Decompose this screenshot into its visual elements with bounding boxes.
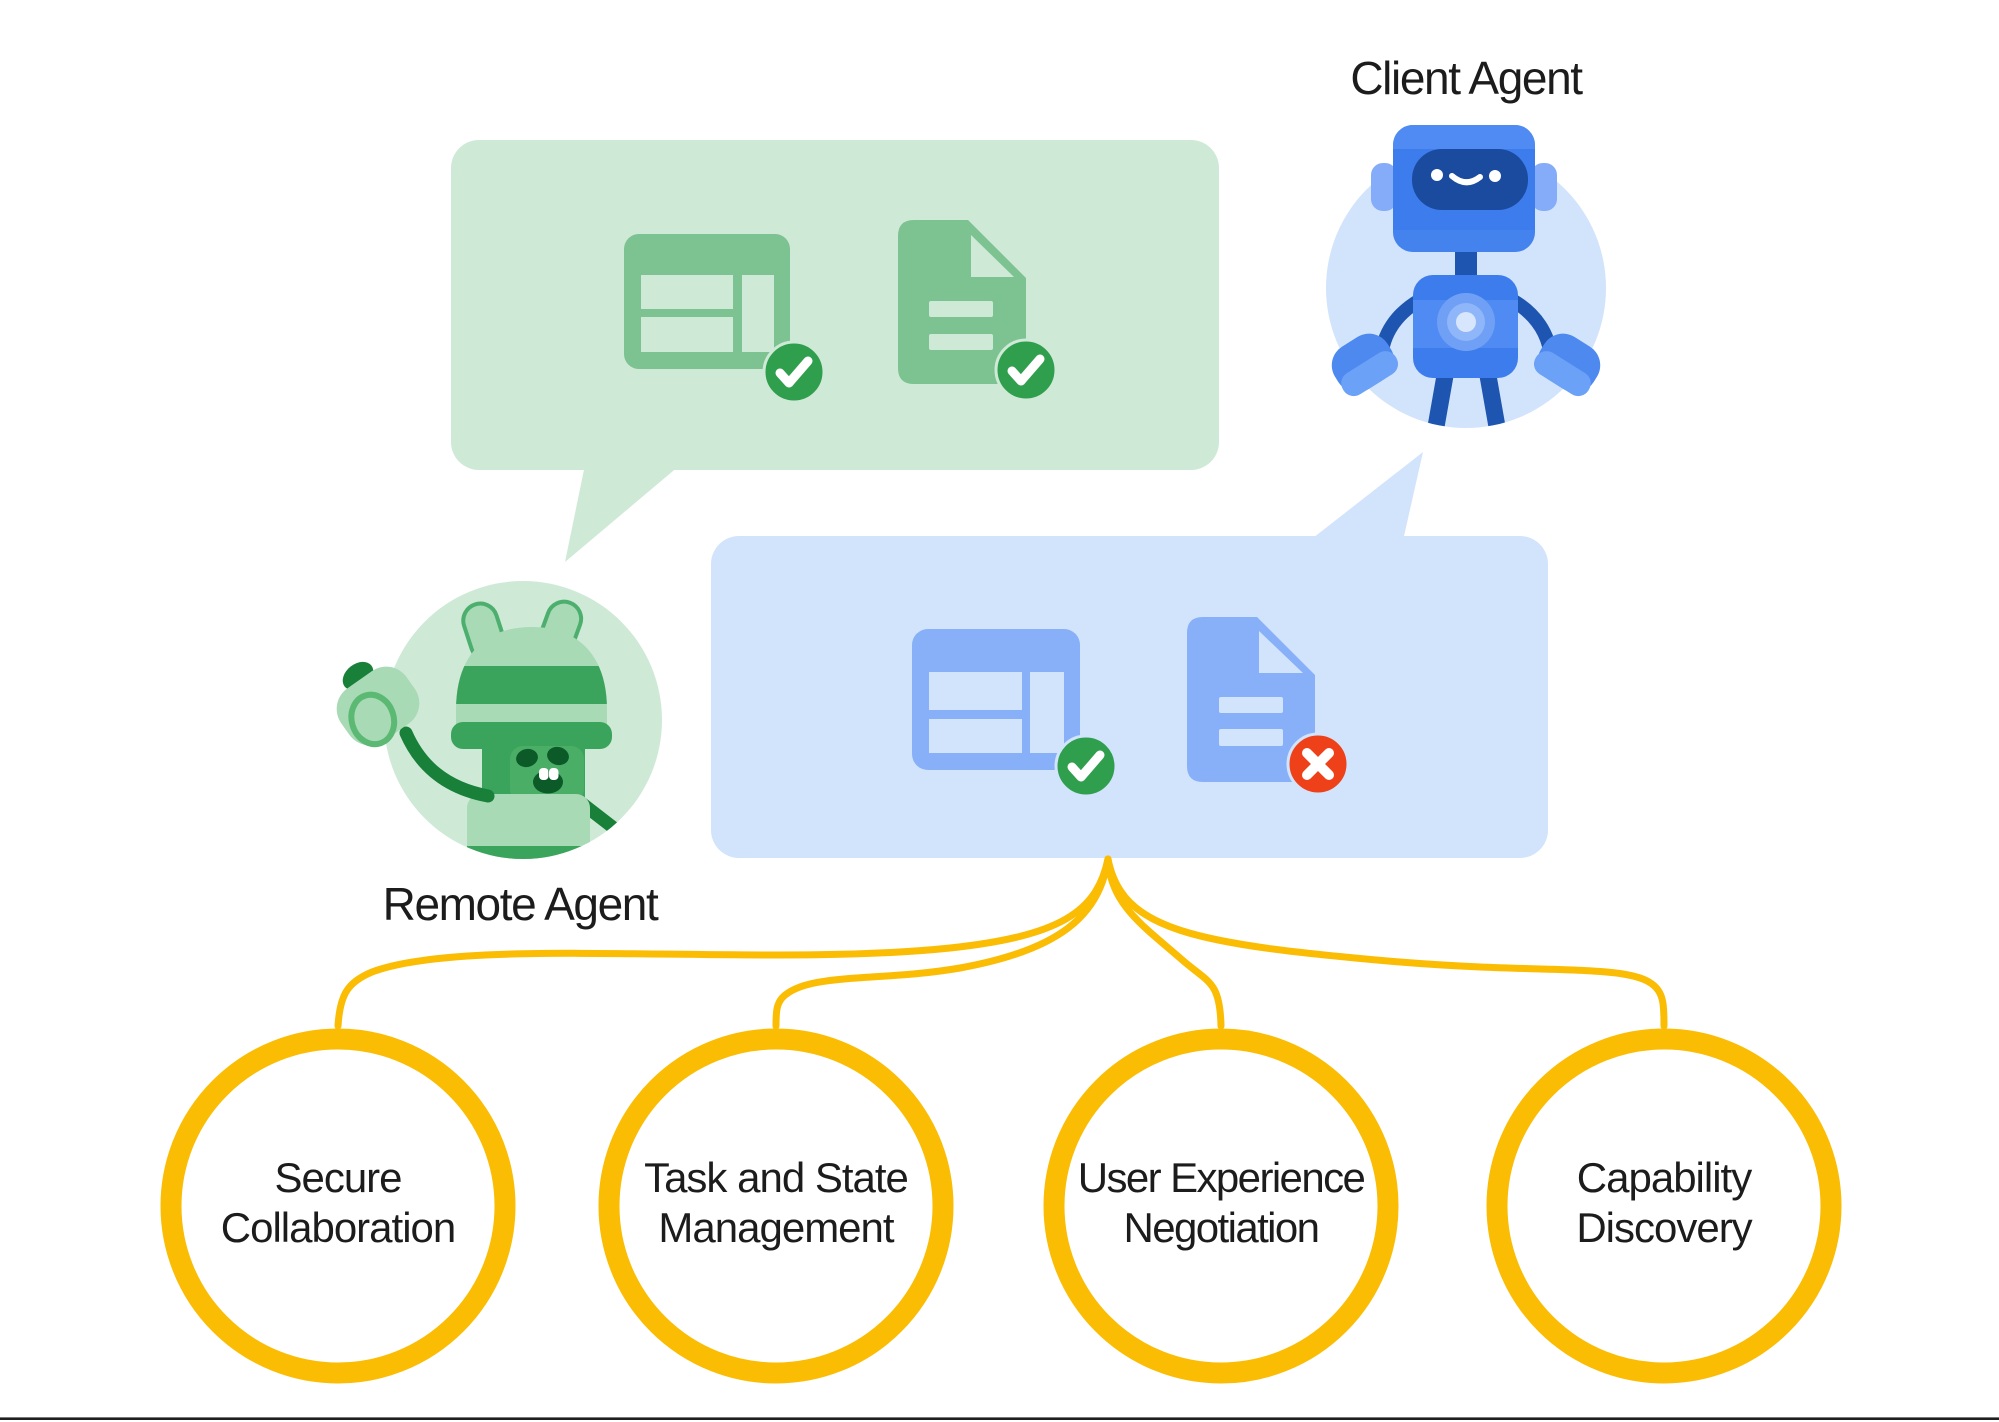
robot-hand-left: [1331, 333, 1399, 397]
bunny-hat-stripe: [456, 666, 607, 704]
blue-bubble-body: [711, 536, 1548, 858]
feature-label-capability-discovery: Capability Discovery: [1576, 1154, 1752, 1251]
web-layout-icon-panel-bottom: [929, 719, 1022, 753]
robot-eye-right: [1489, 170, 1501, 182]
client-agent-avatar: [1326, 125, 1606, 428]
document-icon-text-line: [929, 334, 993, 350]
connector-task-state-management: [772, 855, 1112, 1030]
cross-icon-stroke: [1302, 748, 1334, 780]
bunny-torso-shape: [467, 794, 590, 859]
web-layout-icon-panel-top: [929, 672, 1022, 710]
feature-label-user-experience-negotiation: User Experience Negotiation: [1077, 1154, 1366, 1251]
client-agent-label: Client Agent: [1350, 52, 1583, 104]
robot-hand-highlight: [1341, 351, 1399, 397]
cross-icon: [1302, 748, 1334, 780]
robot-leg-left: [1425, 361, 1455, 428]
bunny-arm-left: [336, 661, 495, 803]
robot-head-sheen-bottom: [1393, 230, 1535, 252]
robot-head: [1393, 125, 1535, 252]
connector-capability-discovery: [1104, 855, 1668, 1030]
blue-bubble-tail: [1304, 452, 1423, 545]
robot-leg-right: [1478, 361, 1508, 428]
bunny-eye-left: [516, 748, 538, 768]
status-badge-check: [994, 338, 1058, 402]
web-layout-icon-panel-top: [641, 275, 733, 309]
robot-ear-left: [1371, 163, 1397, 211]
robot-smile: [1449, 173, 1483, 186]
bunny-face: [482, 744, 585, 802]
robot-hand-highlight: [1533, 351, 1591, 397]
bunny-hat: [451, 627, 612, 749]
check-icon: [775, 356, 813, 388]
robot-belly-core: [1456, 312, 1476, 332]
check-icon: [1067, 750, 1105, 782]
document-icon: [1187, 617, 1315, 782]
web-layout-icon-panel-side: [1030, 672, 1064, 753]
document-icon-fold: [1259, 631, 1303, 673]
bunny-hat-brim: [451, 722, 612, 749]
web-layout-icon-panel-bottom: [641, 317, 733, 352]
document-icon-text-line: [1219, 729, 1283, 746]
robot-ear-right: [1531, 163, 1557, 211]
robot-torso: [1413, 275, 1518, 378]
status-badge-check: [762, 340, 826, 404]
document-icon-fold: [971, 235, 1014, 277]
bunny-torso: [467, 794, 590, 859]
bunny-tooth: [549, 768, 559, 780]
feature-circle-secure-collaboration: [160, 1028, 516, 1384]
connector-user-experience-negotiation: [1104, 855, 1225, 1030]
remote-agent-avatar: [336, 581, 662, 859]
bunny-hand-shape: [336, 666, 420, 746]
bunny-hand-detail: [348, 691, 398, 748]
document-icon-text-line: [929, 301, 993, 317]
check-icon: [1007, 354, 1045, 386]
robot-hand-right: [1533, 333, 1601, 397]
feature-circles: [160, 1028, 1842, 1384]
client-agent-message-bubble: [711, 452, 1548, 858]
bunny-tooth: [539, 768, 549, 780]
web-layout-icon: [624, 234, 790, 369]
feature-circle-task-state-management: [598, 1028, 954, 1384]
robot-eye-left: [1431, 169, 1443, 181]
bunny-eye-right: [547, 746, 569, 766]
remote-agent-label: Remote Agent: [382, 878, 659, 930]
connector-secure-collaboration: [334, 855, 1112, 1030]
status-badge-cross: [1286, 732, 1350, 796]
green-bubble-tail: [565, 455, 692, 562]
bunny-arm-left-stroke: [399, 726, 495, 803]
remote-agent-message-bubble: [451, 140, 1219, 562]
feature-circle-user-experience-negotiation: [1043, 1028, 1399, 1384]
web-layout-icon: [912, 629, 1080, 770]
feature-circle-capability-discovery: [1486, 1028, 1842, 1384]
robot-head-sheen-top: [1393, 125, 1535, 149]
document-icon-text-line: [1219, 697, 1283, 713]
feature-label-task-state-management: Task and State Management: [644, 1154, 909, 1251]
document-icon: [898, 220, 1026, 384]
footer-divider-line: [0, 1417, 1999, 1420]
green-bubble-body: [451, 140, 1219, 470]
web-layout-icon-panel-side: [742, 275, 774, 352]
status-badge-check: [1054, 734, 1118, 798]
bunny-torso-stripe: [467, 846, 590, 859]
feature-connectors: [334, 855, 1668, 1030]
feature-label-secure-collaboration: Secure Collaboration: [220, 1154, 456, 1251]
robot-neck: [1455, 246, 1477, 280]
bunny-hand: [336, 666, 420, 748]
